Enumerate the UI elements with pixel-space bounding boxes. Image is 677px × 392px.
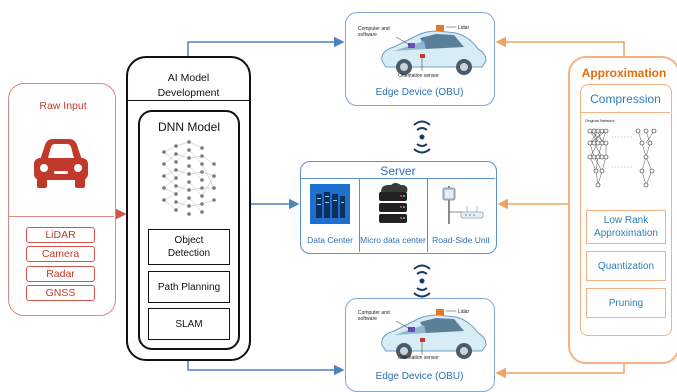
arrow-approx-to-edge-top (495, 36, 625, 56)
edge-device-top-label: Edge Device (OBU) (375, 87, 464, 98)
ai-model-title-line2: Development (157, 87, 220, 99)
autonomous-car-icon (381, 25, 487, 75)
callout-computer: Computer and software (358, 310, 390, 322)
raw-item-lidar: LiDAR (26, 227, 95, 243)
task-path-planning: Path Planning (148, 271, 230, 303)
callout-computer-line2: software (358, 316, 377, 322)
server-panel: Server Data Center Micro data center Roa… (300, 161, 497, 254)
edge-device-bottom: Computer and software Lidar Orientation … (345, 298, 495, 392)
original-network-caption: Original Network (585, 118, 615, 123)
raw-input-title: Raw Input (39, 100, 87, 112)
method-low-rank-line1: Low Rank (603, 215, 649, 226)
dnn-model-panel: DNN Model (138, 110, 240, 350)
callout-lidar: Lidar (458, 25, 470, 31)
callout-computer-line1: Computer and (358, 26, 390, 32)
server-data-center-label: Data Center (307, 235, 353, 245)
method-pruning: Pruning (586, 288, 666, 318)
task-object-detection-line1: Object (174, 235, 204, 246)
callout-computer-line1: Computer and (358, 310, 390, 316)
network-pruning-diagram-icon (587, 128, 657, 188)
method-quantization: Quantization (586, 251, 666, 281)
server-road-side-unit-label: Road-Side Unit (432, 235, 490, 245)
raw-input-panel: Raw Input LiDAR Camera Radar GNSS (8, 83, 116, 316)
raw-item-radar: Radar (26, 266, 95, 282)
task-slam: SLAM (148, 308, 230, 340)
data-center-icon (310, 184, 350, 224)
method-low-rank-line2: Approximation (594, 228, 658, 239)
callout-computer-line2: software (358, 32, 377, 38)
approximation-panel: Approximation Compression Original Netwo… (568, 56, 677, 364)
car-icon (34, 139, 88, 188)
micro-data-center-icon (379, 183, 408, 223)
server-column-divider (359, 178, 360, 252)
task-object-detection: Object Detection (148, 229, 230, 265)
wireless-icon (413, 120, 431, 154)
server-title: Server (380, 164, 416, 178)
raw-input-divider (9, 216, 114, 217)
neural-network-icon (162, 140, 216, 216)
callout-orientation: Orientation sensor (398, 355, 439, 361)
edge-device-top: Computer and software Lidar Orientation … (345, 12, 495, 106)
ai-model-panel: AI Model Development DNN Model (126, 56, 251, 361)
raw-item-camera: Camera (26, 246, 95, 262)
ai-model-title: AI Model Development (128, 71, 249, 101)
compression-panel: Compression Original Network (580, 84, 672, 336)
server-divider (301, 178, 495, 179)
raw-item-gnss: GNSS (26, 285, 95, 301)
ai-model-divider (128, 100, 249, 101)
arrow-ai-to-edge-top (187, 36, 345, 56)
arrow-ai-to-edge-bottom (187, 361, 345, 376)
callout-orientation: Orientation sensor (398, 73, 439, 79)
task-object-detection-line2: Detection (167, 248, 211, 259)
edge-device-bottom-label: Edge Device (OBU) (375, 371, 464, 382)
wireless-icon (413, 264, 431, 298)
road-side-unit-icon (442, 186, 484, 224)
autonomous-car-icon (381, 309, 487, 359)
server-micro-data-center-label: Micro data center (360, 235, 426, 245)
compression-divider (581, 112, 670, 113)
arrow-approx-to-edge-bottom (495, 364, 625, 379)
callout-lidar: Lidar (458, 309, 470, 315)
approximation-title: Approximation (581, 66, 667, 80)
compression-title: Compression (590, 92, 661, 106)
dnn-model-title: DNN Model (157, 120, 220, 134)
callout-computer: Computer and software (358, 26, 390, 38)
ai-model-title-line1: AI Model (167, 72, 210, 84)
method-low-rank-approximation: Low Rank Approximation (586, 210, 666, 244)
server-column-divider (427, 178, 428, 252)
